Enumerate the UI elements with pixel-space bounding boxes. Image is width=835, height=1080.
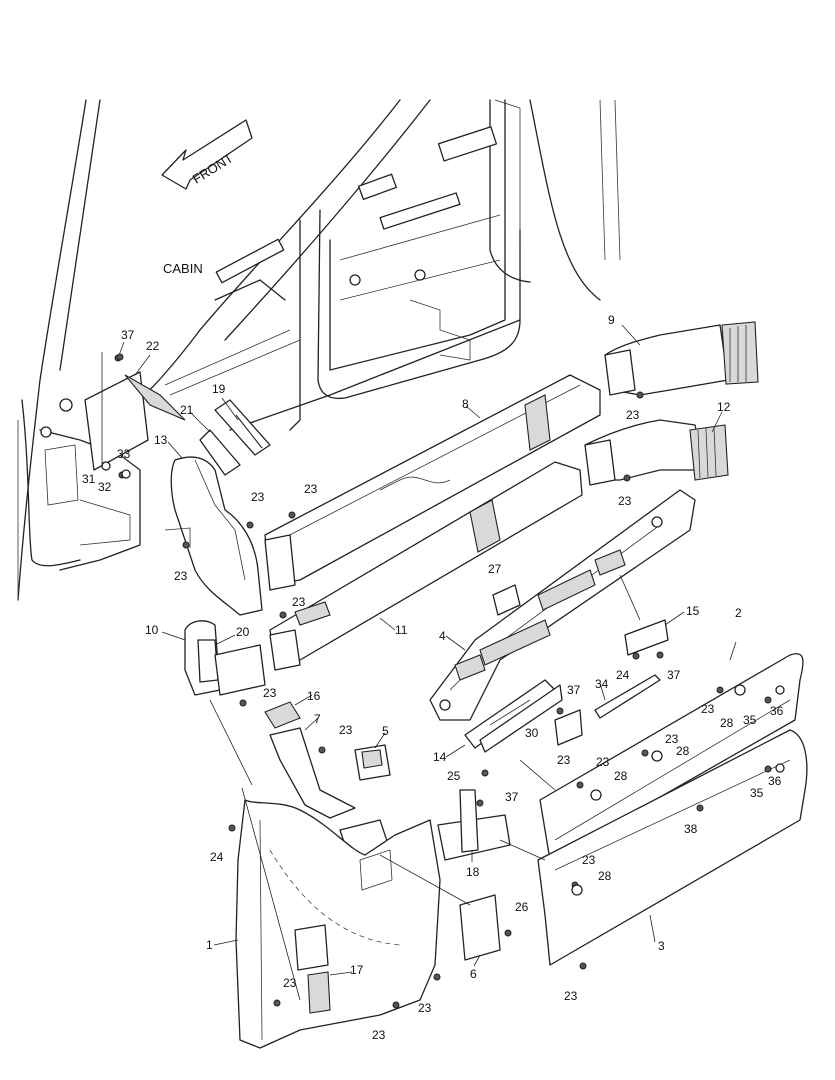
- console-trim-4: [429, 489, 696, 721]
- callout-32: 32: [98, 480, 112, 494]
- duct-end-10: [184, 620, 266, 696]
- callout-10: 10: [145, 623, 159, 637]
- callout-23: 23: [701, 702, 715, 716]
- lower-brackets: [437, 789, 511, 961]
- callout-38: 38: [684, 822, 698, 836]
- fasteners: [101, 353, 785, 1009]
- callout-36: 36: [770, 704, 784, 718]
- bracket-plates-upper: [84, 354, 271, 479]
- duct-8: [264, 374, 601, 591]
- lower-trim-panel-1: [235, 799, 441, 1049]
- callout-35: 35: [743, 713, 757, 727]
- duct-elbow-9: [604, 321, 759, 396]
- callout-4: 4: [439, 629, 446, 643]
- callout-23: 23: [564, 989, 578, 1003]
- callout-9: 9: [608, 313, 615, 327]
- duct-elbow-13: [164, 456, 263, 616]
- callout-18: 18: [466, 865, 480, 879]
- callout-19: 19: [212, 382, 226, 396]
- callout-2: 2: [735, 606, 742, 620]
- callout-23: 23: [557, 753, 571, 767]
- callout-30: 30: [525, 726, 539, 740]
- callout-23: 23: [372, 1028, 386, 1042]
- cab-body-outline: [17, 99, 621, 601]
- callout-23: 23: [263, 686, 277, 700]
- callout-25: 25: [447, 769, 461, 783]
- callout-1: 1: [206, 938, 213, 952]
- callout-23: 23: [618, 494, 632, 508]
- duct-elbow-12: [584, 419, 729, 486]
- callout-37: 37: [121, 328, 135, 342]
- front-direction-arrow: FRONT: [161, 119, 253, 190]
- callout-36: 36: [768, 774, 782, 788]
- callout-12: 12: [717, 400, 731, 414]
- callout-34: 34: [595, 677, 609, 691]
- callout-31: 31: [82, 472, 96, 486]
- callout-14: 14: [433, 750, 447, 764]
- callout-24: 24: [616, 668, 630, 682]
- callout-23: 23: [418, 1001, 432, 1015]
- callout-28: 28: [614, 769, 628, 783]
- callout-23: 23: [665, 732, 679, 746]
- callout-13: 13: [154, 433, 168, 447]
- callout-37: 37: [667, 668, 681, 682]
- callout-7: 7: [314, 712, 321, 726]
- callout-28: 28: [598, 869, 612, 883]
- callout-23: 23: [283, 976, 297, 990]
- callout-3: 3: [658, 939, 665, 953]
- callout-23: 23: [582, 853, 596, 867]
- callout-22: 22: [146, 339, 160, 353]
- callout-23: 23: [174, 569, 188, 583]
- callout-37: 37: [505, 790, 519, 804]
- callout-5: 5: [382, 724, 389, 738]
- callout-33: 33: [117, 447, 131, 461]
- callout-8: 8: [462, 397, 469, 411]
- callout-21: 21: [180, 403, 194, 417]
- callout-23: 23: [251, 490, 265, 504]
- callout-37: 37: [567, 683, 581, 697]
- callout-16: 16: [307, 689, 321, 703]
- callout-28: 28: [676, 744, 690, 758]
- leader-lines: [101, 324, 737, 1001]
- callout-numbers: 37 22 19 21 13 33 31 32 23 23 9 23 8 12 …: [82, 313, 784, 1042]
- duct-11: [269, 461, 583, 671]
- callout-23: 23: [339, 723, 353, 737]
- callout-23: 23: [596, 755, 610, 769]
- callout-35: 35: [750, 786, 764, 800]
- callout-11: 11: [395, 623, 408, 637]
- small-brackets-right: [554, 619, 669, 746]
- callout-20: 20: [236, 625, 250, 639]
- callout-28: 28: [720, 716, 734, 730]
- callout-27: 27: [488, 562, 502, 576]
- callout-23: 23: [304, 482, 318, 496]
- bracket-14: [464, 679, 563, 753]
- callout-23: 23: [292, 595, 306, 609]
- callout-17: 17: [350, 963, 364, 977]
- callout-26: 26: [515, 900, 529, 914]
- side-panels: [537, 653, 808, 966]
- cabin-label: CABIN: [163, 261, 203, 276]
- callout-6: 6: [470, 967, 477, 981]
- callout-15: 15: [686, 604, 700, 618]
- callout-23: 23: [626, 408, 640, 422]
- callout-24: 24: [210, 850, 224, 864]
